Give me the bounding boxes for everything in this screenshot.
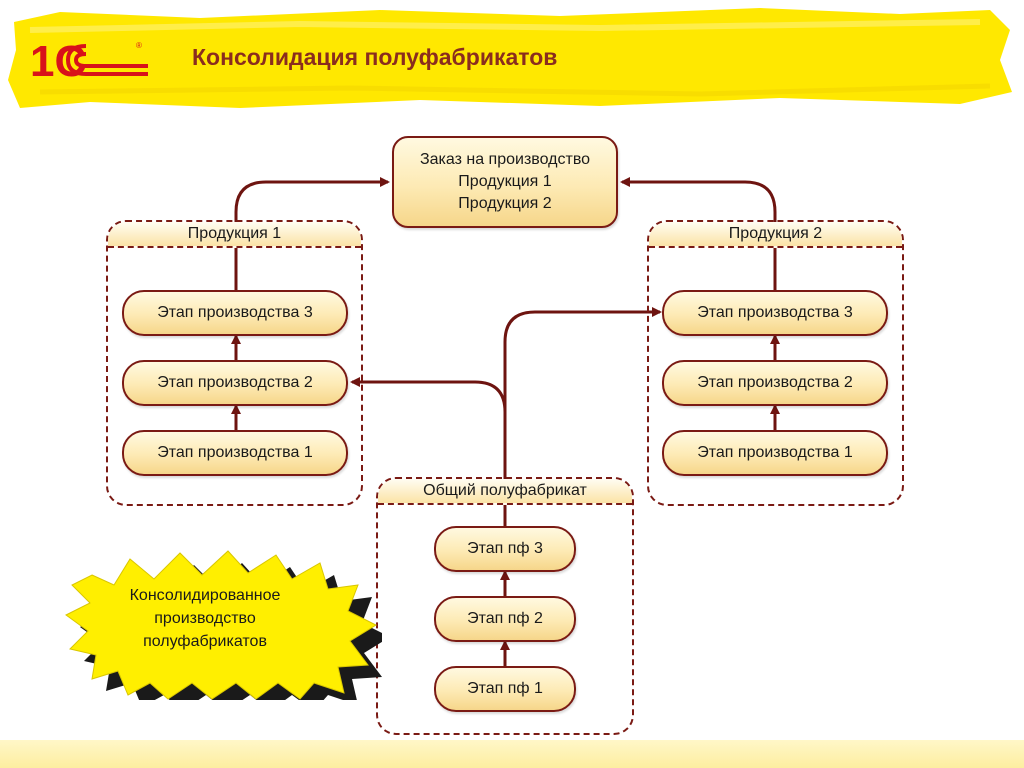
group-product-2-title: Продукция 2 — [649, 222, 902, 248]
callout-starburst — [65, 550, 382, 700]
arrow-pf-to-p2-stage3 — [503, 307, 662, 440]
pf-stage-3-label: Этап пф 3 — [467, 540, 543, 557]
order-product-1: Продукция 1 — [458, 173, 552, 190]
group-semifinished-title: Общий полуфабрикат — [378, 479, 632, 505]
starburst-body — [65, 550, 378, 700]
arrow-product2-to-order — [620, 177, 777, 290]
p1-stage-1-label: Этап производства 1 — [157, 444, 313, 461]
p1-stage-2-label: Этап производства 2 — [157, 374, 313, 391]
callout-text: Консолидированное производство полуфабри… — [100, 584, 310, 653]
callout-line-2: производство — [154, 610, 256, 627]
p1-stage-1: Этап производства 1 — [122, 430, 348, 476]
svg-text:®: ® — [136, 41, 142, 50]
pf-stage-1: Этап пф 1 — [434, 666, 576, 712]
p2-stage-3: Этап производства 3 — [662, 290, 888, 336]
p2-stage-2-label: Этап производства 2 — [697, 374, 853, 391]
group-product-1: Продукция 1 — [106, 220, 363, 506]
arrow-product1-to-order — [234, 177, 390, 290]
p1-stage-3-label: Этап производства 3 — [157, 304, 313, 321]
pf-stage-1-label: Этап пф 1 — [467, 680, 543, 697]
p1-stage-3: Этап производства 3 — [122, 290, 348, 336]
header-banner — [8, 8, 1012, 108]
order-title: Заказ на производство — [419, 151, 591, 168]
p2-stage-3-label: Этап производства 3 — [697, 304, 853, 321]
group-product-1-title: Продукция 1 — [108, 222, 361, 248]
callout-line-3: полуфабрикатов — [143, 633, 267, 650]
order-product-2: Продукция 2 — [458, 195, 552, 212]
pf-stage-2: Этап пф 2 — [434, 596, 576, 642]
p2-stage-1-label: Этап производства 1 — [697, 444, 853, 461]
footer-strip — [0, 740, 1024, 768]
p2-stage-2: Этап производства 2 — [662, 360, 888, 406]
pf-stage-2-label: Этап пф 2 — [467, 610, 543, 627]
1c-logo: 1С ® — [30, 38, 148, 82]
production-order-box: Заказ на производство Продукция 1 Продук… — [392, 136, 618, 228]
p1-stage-2: Этап производства 2 — [122, 360, 348, 406]
group-product-2: Продукция 2 — [647, 220, 904, 506]
pf-stage-3: Этап пф 3 — [434, 526, 576, 572]
callout-line-1: Консолидированное — [129, 587, 281, 604]
group-semifinished: Общий полуфабрикат — [376, 477, 634, 735]
page-title: Консолидация полуфабрикатов — [192, 44, 558, 70]
p2-stage-1: Этап производства 1 — [662, 430, 888, 476]
